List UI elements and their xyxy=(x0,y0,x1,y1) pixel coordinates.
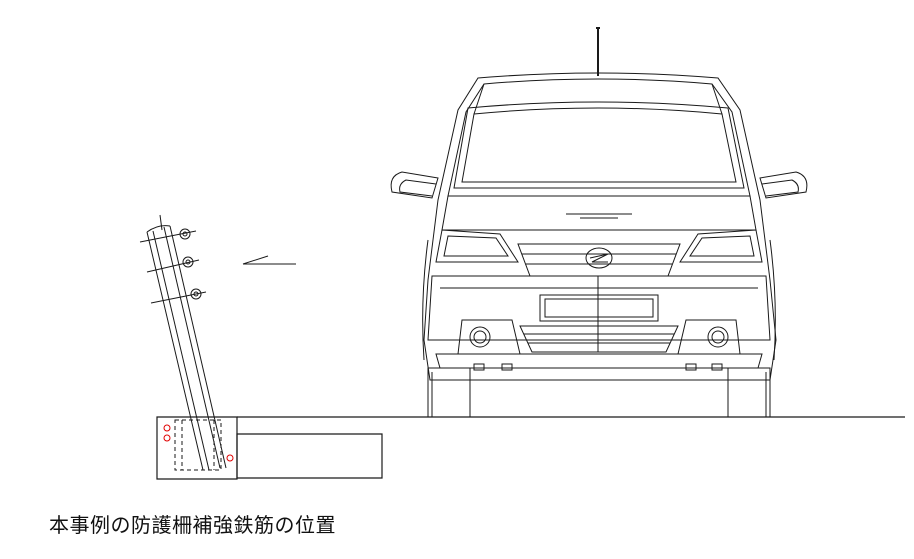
rebar-marker xyxy=(164,435,170,441)
bolt xyxy=(147,257,199,272)
bolt xyxy=(140,229,196,242)
rebar-marker xyxy=(164,425,170,431)
rebar-markers xyxy=(164,425,233,461)
figure-caption: 本事例の防護柵補強鉄筋の位置 xyxy=(49,513,336,537)
concrete-footing xyxy=(157,417,382,479)
bolt xyxy=(151,289,206,303)
tilted-guard-post xyxy=(140,215,226,470)
front-view-minivan xyxy=(391,28,807,417)
direction-arrow xyxy=(243,256,296,264)
rebar-marker xyxy=(227,455,233,461)
